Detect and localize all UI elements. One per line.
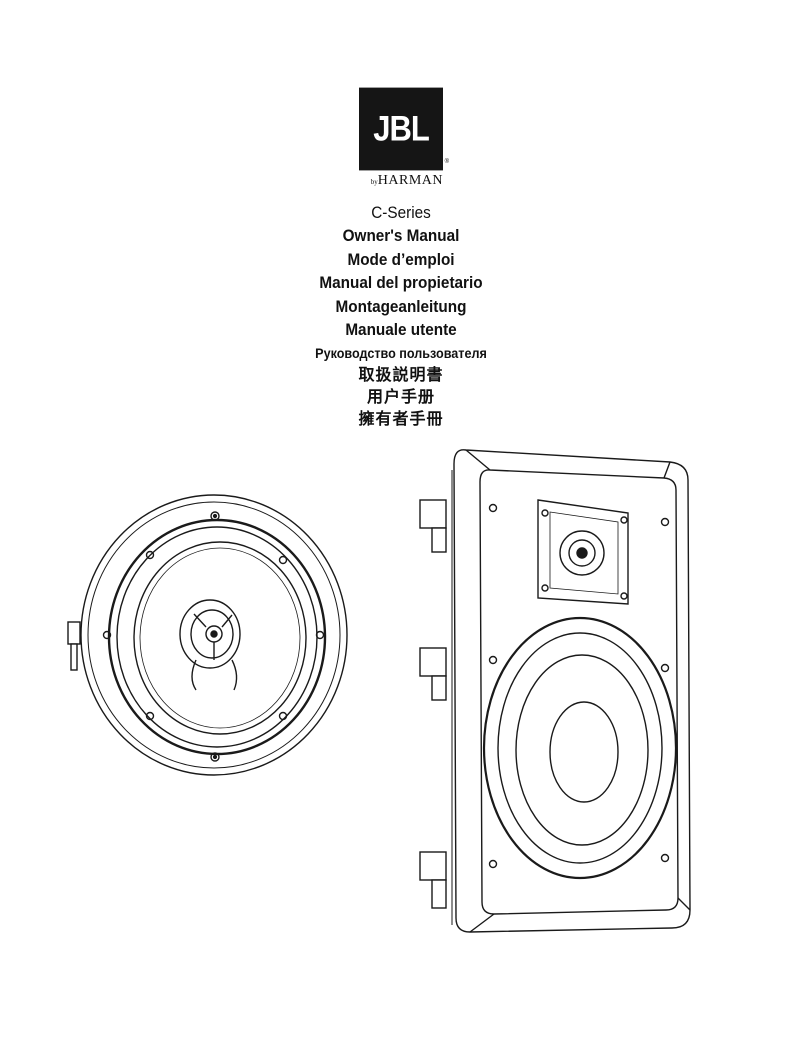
title-french: Mode d’emploi bbox=[347, 249, 455, 269]
series-name: C-Series bbox=[371, 203, 431, 222]
jbl-logo: JBL bbox=[359, 87, 443, 171]
title-simplified-chinese: 用户手册 bbox=[366, 386, 435, 406]
by-text: by bbox=[370, 178, 378, 186]
jbl-harman-logo: JBL byHARMAN ® bbox=[359, 87, 449, 189]
in-wall-speaker-drawing bbox=[419, 449, 691, 933]
harman-wordmark: byHARMAN ® bbox=[359, 159, 449, 189]
title-japanese: 取扱説明書 bbox=[358, 364, 444, 384]
registered-mark: ® bbox=[444, 159, 449, 165]
title-russian: Руководство пользователя bbox=[315, 344, 487, 361]
cover-titles: C-Series Owner's Manual Mode d’emploi Ma… bbox=[0, 202, 802, 430]
title-german: Montageanleitung bbox=[335, 296, 467, 316]
jbl-logo-text: JBL bbox=[373, 108, 430, 149]
title-italian: Manuale utente bbox=[345, 320, 457, 339]
speakers-illustration bbox=[67, 449, 691, 933]
title-spanish: Manual del propietario bbox=[319, 273, 483, 292]
title-traditional-chinese: 擁有者手冊 bbox=[358, 408, 444, 428]
title-english: Owner's Manual bbox=[342, 226, 460, 245]
harman-text: HARMAN bbox=[377, 173, 443, 188]
ceiling-speaker-drawing bbox=[67, 494, 348, 776]
